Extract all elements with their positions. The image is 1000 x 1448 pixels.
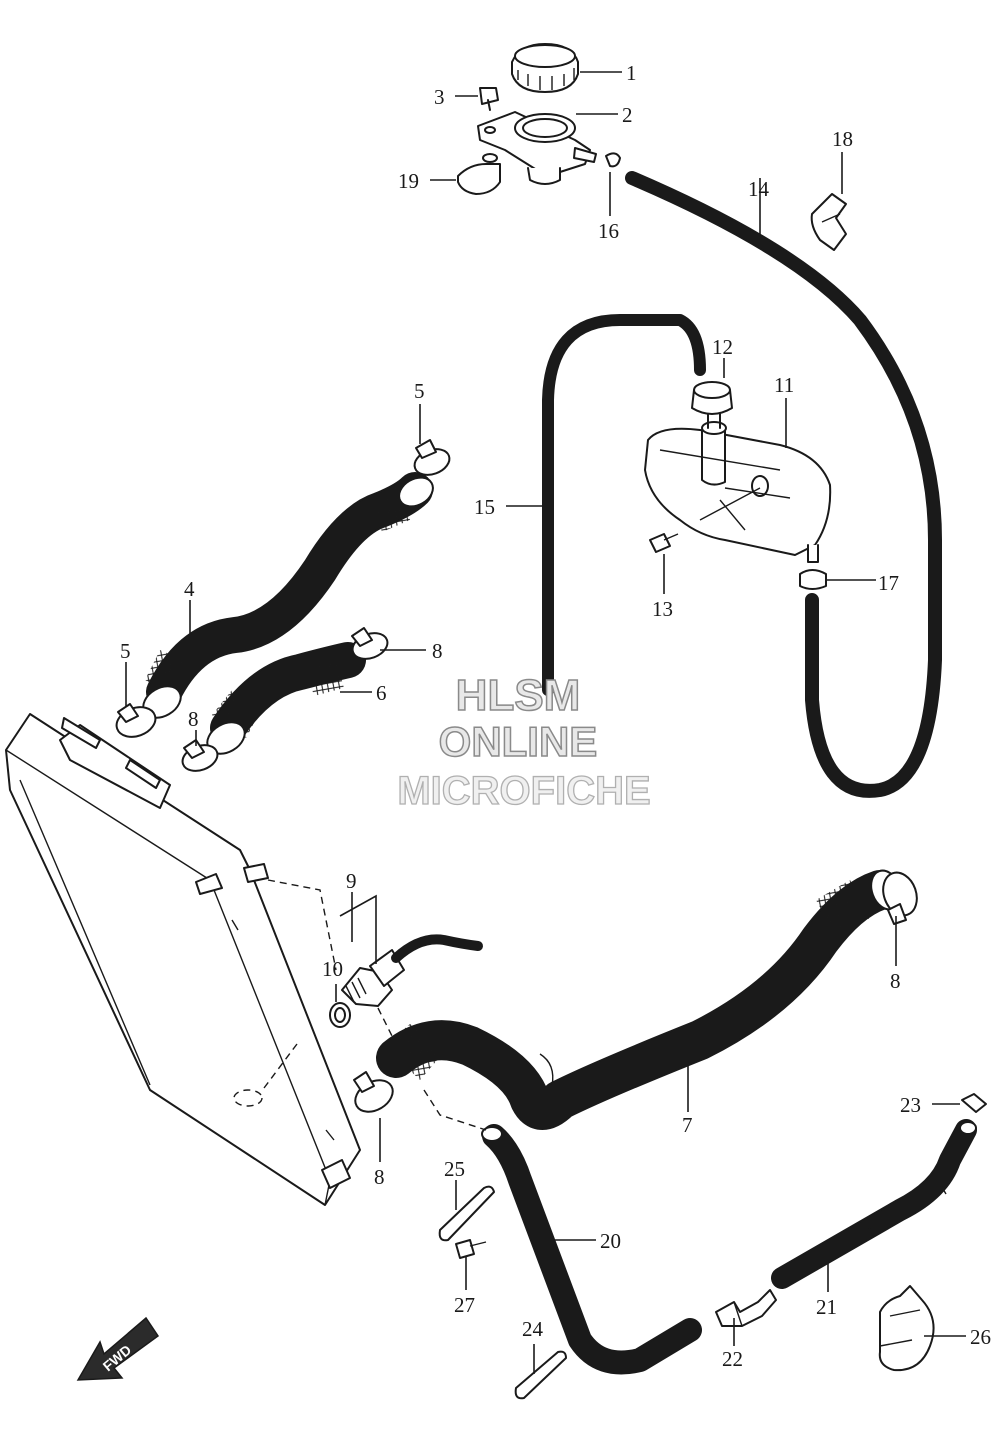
callout-7: 7 — [682, 1113, 693, 1137]
callout-22: 22 — [722, 1347, 743, 1371]
callout-8-right: 8 — [890, 969, 901, 993]
watermark-line-1: HLSM — [456, 671, 581, 720]
leader-lines — [125, 71, 966, 1374]
callout-5-upper: 5 — [414, 379, 425, 403]
clamp-5-upper — [413, 439, 451, 476]
callout-6: 6 — [376, 681, 387, 705]
callout-labels: 1 2 3 19 16 14 18 12 11 15 13 17 5 4 5 8… — [120, 61, 991, 1371]
clamp-8-left — [181, 739, 219, 772]
callout-18: 18 — [832, 127, 853, 151]
callout-1: 1 — [626, 61, 637, 85]
bolt-13 — [649, 533, 679, 553]
callout-13: 13 — [652, 597, 673, 621]
bracket-24 — [514, 1350, 567, 1400]
thermo-switch-9 — [341, 934, 483, 1007]
clamp-8-lower — [353, 1071, 394, 1113]
callout-3: 3 — [434, 85, 445, 109]
clip-16 — [605, 152, 621, 168]
clamp-8-right — [882, 871, 918, 925]
callout-10: 10 — [322, 957, 343, 981]
tank-cap-12 — [691, 381, 733, 415]
bolt-27 — [455, 1239, 487, 1259]
clip-17 — [799, 569, 827, 590]
callout-2: 2 — [622, 103, 633, 127]
callout-14: 14 — [748, 177, 770, 201]
callout-26: 26 — [970, 1325, 991, 1349]
callout-25: 25 — [444, 1157, 465, 1181]
callout-27: 27 — [454, 1293, 475, 1317]
clamp-19 — [457, 153, 501, 195]
bolt-3 — [479, 87, 499, 111]
callout-9: 9 — [346, 869, 357, 893]
watermark-line-3: MICROFICHE — [397, 769, 650, 813]
clip-23 — [961, 1093, 987, 1113]
callout-8-left: 8 — [188, 707, 199, 731]
callout-23: 23 — [900, 1093, 921, 1117]
watermark: HLSM ONLINE MICROFICHE — [397, 670, 652, 813]
clamp-18 — [810, 193, 847, 251]
pipe-20 — [423, 1089, 702, 1375]
callout-17: 17 — [878, 571, 899, 595]
clamp-5-lower — [115, 703, 157, 738]
clamp-26 — [878, 1285, 935, 1372]
watermark-line-2: ONLINE — [439, 718, 598, 765]
bracket-25 — [438, 1185, 495, 1242]
callout-8-lower: 8 — [374, 1165, 385, 1189]
callout-8-mid: 8 — [432, 639, 443, 663]
upper-hose-4 — [142, 472, 434, 719]
tank-hose-15 — [542, 314, 706, 696]
hose-6 — [206, 642, 366, 755]
fwd-arrow: FWD — [76, 1316, 160, 1381]
connector-22 — [715, 1289, 777, 1327]
callout-24: 24 — [522, 1317, 544, 1341]
callout-4: 4 — [184, 577, 195, 601]
clamp-8-mid — [351, 627, 389, 660]
lower-hose-7 — [376, 869, 902, 1130]
callout-19: 19 — [398, 169, 419, 193]
callout-20: 20 — [600, 1229, 621, 1253]
callout-21: 21 — [816, 1295, 837, 1319]
reservoir-tank-11 — [644, 413, 832, 563]
callout-15: 15 — [474, 495, 495, 519]
callout-16: 16 — [598, 219, 619, 243]
callout-11: 11 — [774, 373, 794, 397]
pipe-21 — [771, 1119, 977, 1289]
overflow-hose-14 — [625, 171, 942, 798]
callout-12: 12 — [712, 335, 733, 359]
radiator — [5, 713, 361, 1206]
radiator-cap — [511, 43, 579, 93]
filler-neck — [477, 111, 597, 185]
callout-5-lower: 5 — [120, 639, 131, 663]
